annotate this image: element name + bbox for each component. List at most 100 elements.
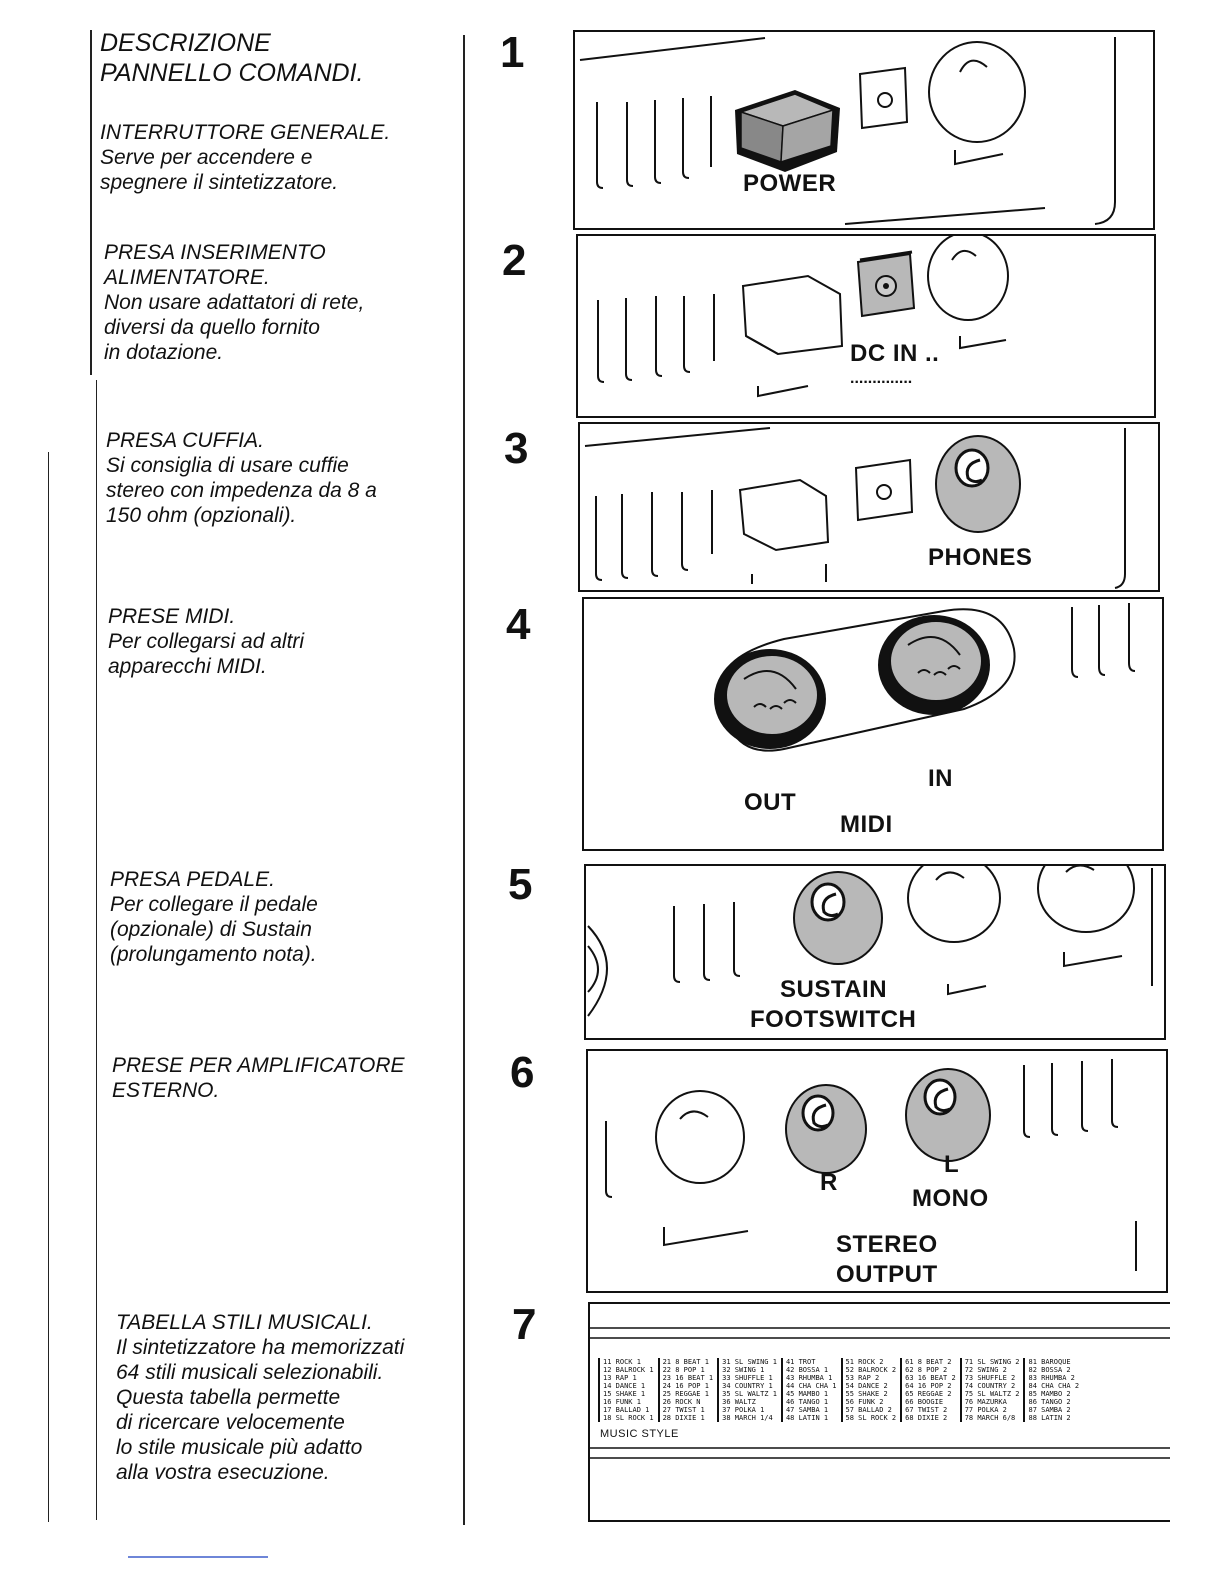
power-label: POWER bbox=[743, 170, 837, 197]
style-column: 71 SL SWING 2 72 SWING 2 73 SHUFFLE 2 74… bbox=[959, 1358, 1020, 1422]
style-entry: 66 BOOGIE bbox=[905, 1398, 944, 1406]
panel-midi: OUT IN MIDI bbox=[582, 597, 1164, 851]
item-heading: INTERRUTTORE GENERALE. bbox=[100, 121, 391, 144]
dc-in-panel-drawing bbox=[597, 236, 1009, 398]
style-entry: 51 ROCK 2 bbox=[845, 1358, 884, 1366]
panel-sustain: SUSTAIN FOOTSWITCH bbox=[584, 864, 1166, 1040]
page-bottom-link-underline bbox=[128, 1556, 268, 1558]
output-r-label: R bbox=[820, 1169, 838, 1196]
item-body-line: Si consiglia di usare cuffie bbox=[106, 454, 349, 477]
style-entry: 82 BOSSA 2 bbox=[1028, 1366, 1071, 1374]
style-entry: 45 MAMBO 1 bbox=[785, 1390, 829, 1398]
midi-label: MIDI bbox=[840, 811, 893, 838]
style-entry: 42 BOSSA 1 bbox=[785, 1366, 829, 1374]
style-entry: 61 8 BEAT 2 bbox=[905, 1358, 952, 1366]
phones-panel-drawing bbox=[584, 427, 1126, 589]
item-body-line: di ricercare velocemente bbox=[116, 1411, 345, 1434]
style-entry: 83 RHUMBA 2 bbox=[1028, 1374, 1075, 1382]
item-heading: PRESA INSERIMENTO bbox=[104, 241, 326, 264]
item-number-1: 1 bbox=[500, 28, 525, 77]
style-column: 61 8 BEAT 2 62 8 POP 2 63 16 BEAT 2 64 1… bbox=[900, 1358, 956, 1422]
item-number-3: 3 bbox=[504, 424, 529, 473]
item-body-line: 64 stili musicali selezionabili. bbox=[116, 1361, 384, 1384]
sustain-panel-drawing bbox=[587, 866, 1153, 1017]
phones-label: PHONES bbox=[928, 544, 1033, 571]
item-heading: TABELLA STILI MUSICALI. bbox=[116, 1311, 373, 1334]
item-body-line: in dotazione. bbox=[104, 341, 224, 364]
style-entry: 23 16 BEAT 1 bbox=[662, 1374, 714, 1382]
style-entry: 24 16 POP 1 bbox=[662, 1382, 709, 1390]
output-mono-label: MONO bbox=[912, 1185, 989, 1212]
style-entry: 84 CHA CHA 2 bbox=[1028, 1382, 1080, 1390]
panel-phones: PHONES bbox=[578, 422, 1160, 592]
style-entry: 55 SHAKE 2 bbox=[845, 1390, 888, 1398]
style-entry: 75 SL WALTZ 2 bbox=[964, 1390, 1020, 1398]
dc-in-jack-icon bbox=[856, 250, 916, 318]
style-entry: 63 16 BEAT 2 bbox=[905, 1374, 956, 1382]
item-2-description: PRESA INSERIMENTO ALIMENTATORE. Non usar… bbox=[104, 240, 364, 365]
style-entry: 38 MARCH 1/4 bbox=[722, 1414, 773, 1422]
item-1-description: INTERRUTTORE GENERALE. Serve per accende… bbox=[100, 120, 390, 195]
style-entry: 44 CHA CHA 1 bbox=[785, 1382, 837, 1390]
style-entry: 36 WALTZ bbox=[722, 1398, 756, 1406]
style-entry: 43 RHUMBA 1 bbox=[785, 1374, 833, 1382]
style-entry: 35 SL WALTZ 1 bbox=[722, 1390, 777, 1398]
style-entry: 62 8 POP 2 bbox=[905, 1366, 948, 1374]
style-entry: 54 DANCE 2 bbox=[845, 1382, 888, 1390]
style-entry: 58 SL ROCK 2 bbox=[845, 1414, 897, 1422]
title-line-1: DESCRIZIONE bbox=[100, 29, 271, 57]
style-entry: 56 FUNK 2 bbox=[845, 1398, 884, 1406]
style-entry: 65 REGGAE 2 bbox=[905, 1390, 952, 1398]
item-heading: PRESA CUFFIA. bbox=[106, 429, 264, 452]
style-entry: 16 FUNK 1 bbox=[603, 1398, 641, 1406]
style-entry: 53 RAP 2 bbox=[845, 1374, 880, 1382]
item-body-line: diversi da quello fornito bbox=[104, 316, 320, 339]
title-line-2: PANNELLO COMANDI. bbox=[100, 59, 364, 87]
item-body-line: 150 ohm (opzionali). bbox=[106, 504, 297, 527]
item-body-line: ESTERNO. bbox=[112, 1079, 220, 1102]
dc-in-label: DC IN .. bbox=[850, 340, 940, 367]
item-body-line: Per collegare il pedale bbox=[110, 893, 318, 916]
item-number-2: 2 bbox=[502, 236, 527, 285]
item-heading: PRESE PER AMPLIFICATORE bbox=[112, 1054, 405, 1077]
item-body-line: (opzionale) di Sustain bbox=[110, 918, 312, 941]
item-heading: PRESA PEDALE. bbox=[110, 868, 275, 891]
power-panel-drawing bbox=[579, 37, 1116, 225]
item-4-description: PRESE MIDI. Per collegarsi ad altri appa… bbox=[108, 604, 304, 679]
music-style-table: 11 ROCK 1 12 BALROCK 1 13 RAP 1 14 DANCE… bbox=[598, 1358, 1079, 1422]
style-entry: 88 LATIN 2 bbox=[1028, 1414, 1071, 1422]
item-body-line: Serve per accendere e bbox=[100, 146, 313, 169]
style-entry: 87 SAMBA 2 bbox=[1028, 1406, 1071, 1414]
text-column-rule bbox=[96, 380, 97, 1520]
item-number-6: 6 bbox=[510, 1048, 535, 1097]
style-entry: 71 SL SWING 2 bbox=[964, 1358, 1020, 1366]
item-body-line: Questa tabella permette bbox=[116, 1386, 341, 1409]
item-body-line: ALIMENTATORE. bbox=[104, 266, 270, 289]
style-entry: 73 SHUFFLE 2 bbox=[964, 1374, 1016, 1382]
item-body-line: (prolungamento nota). bbox=[110, 943, 317, 966]
midi-out-jack-icon bbox=[714, 649, 826, 749]
item-heading: PRESE MIDI. bbox=[108, 605, 236, 628]
music-style-label: MUSIC STYLE bbox=[600, 1428, 679, 1440]
panel-power: POWER bbox=[573, 30, 1155, 230]
item-body-line: spegnere il sintetizzatore. bbox=[100, 171, 339, 194]
style-entry: 46 TANGO 1 bbox=[785, 1398, 829, 1406]
item-5-description: PRESA PEDALE. Per collegare il pedale (o… bbox=[110, 867, 318, 967]
panel-dc-in: DC IN .. .............. bbox=[576, 234, 1156, 418]
style-entry: 12 BALROCK 1 bbox=[603, 1366, 654, 1374]
output-l-label: L bbox=[944, 1151, 960, 1178]
item-body-line: stereo con impedenza da 8 a bbox=[106, 479, 377, 502]
output-r-jack-icon bbox=[785, 1084, 867, 1174]
style-entry: 22 8 POP 1 bbox=[662, 1366, 705, 1374]
footswitch-label: FOOTSWITCH bbox=[750, 1006, 917, 1033]
item-body-line: lo stile musicale più adatto bbox=[116, 1436, 363, 1459]
style-entry: 15 SHAKE 1 bbox=[603, 1390, 646, 1398]
style-column: 11 ROCK 1 12 BALROCK 1 13 RAP 1 14 DANCE… bbox=[598, 1358, 654, 1422]
style-entry: 18 SL ROCK 1 bbox=[603, 1414, 654, 1422]
dc-in-dotted-line: .............. bbox=[850, 370, 913, 387]
midi-in-jack-icon bbox=[878, 615, 990, 715]
style-entry: 64 16 POP 2 bbox=[905, 1382, 952, 1390]
style-entry: 28 DIXIE 1 bbox=[662, 1414, 705, 1422]
panel-music-style: 11 ROCK 1 12 BALROCK 1 13 RAP 1 14 DANCE… bbox=[588, 1302, 1170, 1522]
stereo-output-panel-drawing bbox=[605, 1059, 1137, 1271]
